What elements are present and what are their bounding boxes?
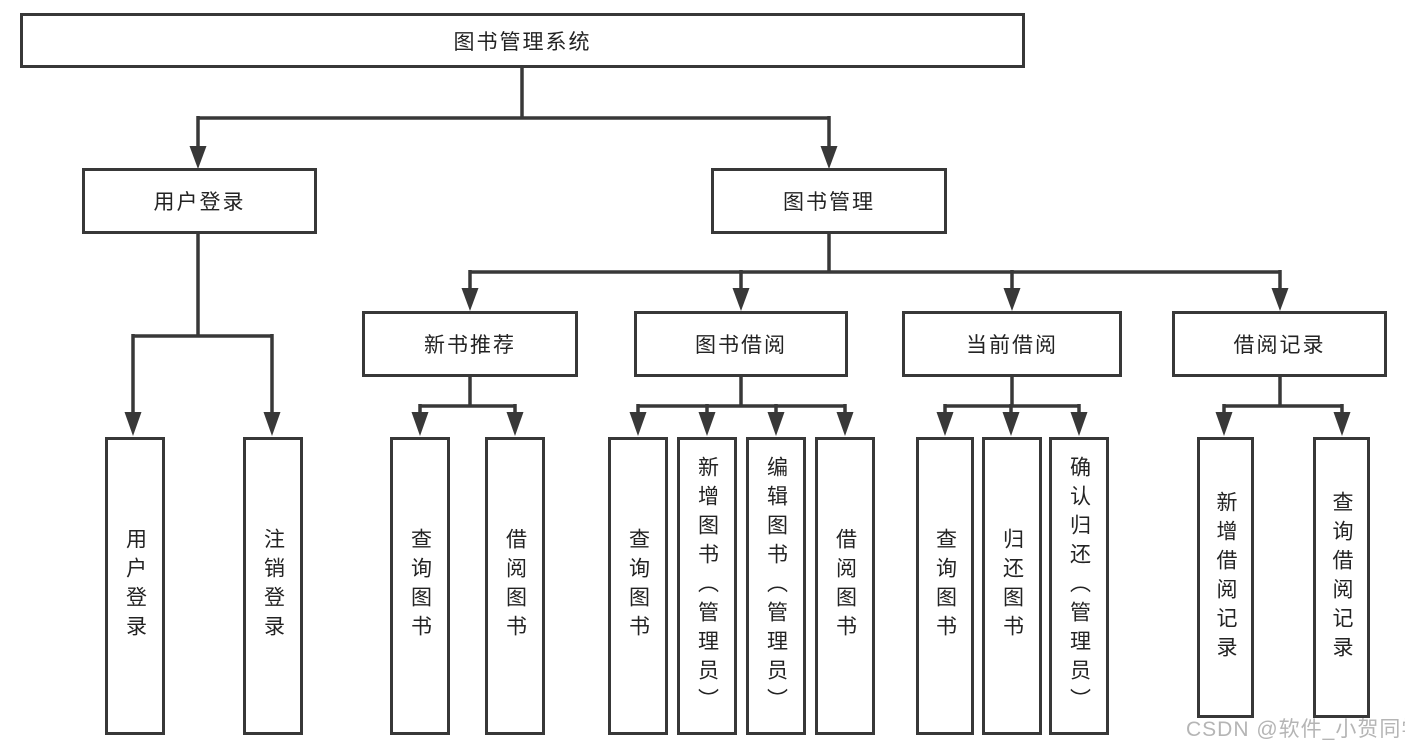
leaf-borrow-books: 借阅图书 xyxy=(815,437,875,735)
leaf-confirm-return-admin: 确认归还（管理员） xyxy=(1049,437,1109,735)
node-book-borrowing: 图书借阅 xyxy=(634,311,848,377)
leaf-query-books-current: 查询图书 xyxy=(916,437,974,735)
watermark: CSDN @软件_小贺同学 xyxy=(1186,718,1405,741)
node-book-management: 图书管理 xyxy=(711,168,947,234)
leaf-query-books-borrow: 查询图书 xyxy=(608,437,668,735)
leaf-add-book-admin: 新增图书（管理员） xyxy=(677,437,737,735)
node-current-borrowing: 当前借阅 xyxy=(902,311,1122,377)
node-user-login: 用户登录 xyxy=(82,168,317,234)
leaf-query-books-recommend: 查询图书 xyxy=(390,437,450,735)
leaf-return-book: 归还图书 xyxy=(982,437,1042,735)
leaf-query-borrow-record: 查询借阅记录 xyxy=(1313,437,1370,718)
node-new-book-recommendation: 新书推荐 xyxy=(362,311,578,377)
node-borrowing-records: 借阅记录 xyxy=(1172,311,1387,377)
leaf-borrow-books-recommend: 借阅图书 xyxy=(485,437,545,735)
leaf-add-borrow-record: 新增借阅记录 xyxy=(1197,437,1254,718)
leaf-edit-book-admin: 编辑图书（管理员） xyxy=(746,437,806,735)
leaf-user-login: 用户登录 xyxy=(105,437,165,735)
node-library-management-system: 图书管理系统 xyxy=(20,13,1025,68)
leaf-logout: 注销登录 xyxy=(243,437,303,735)
